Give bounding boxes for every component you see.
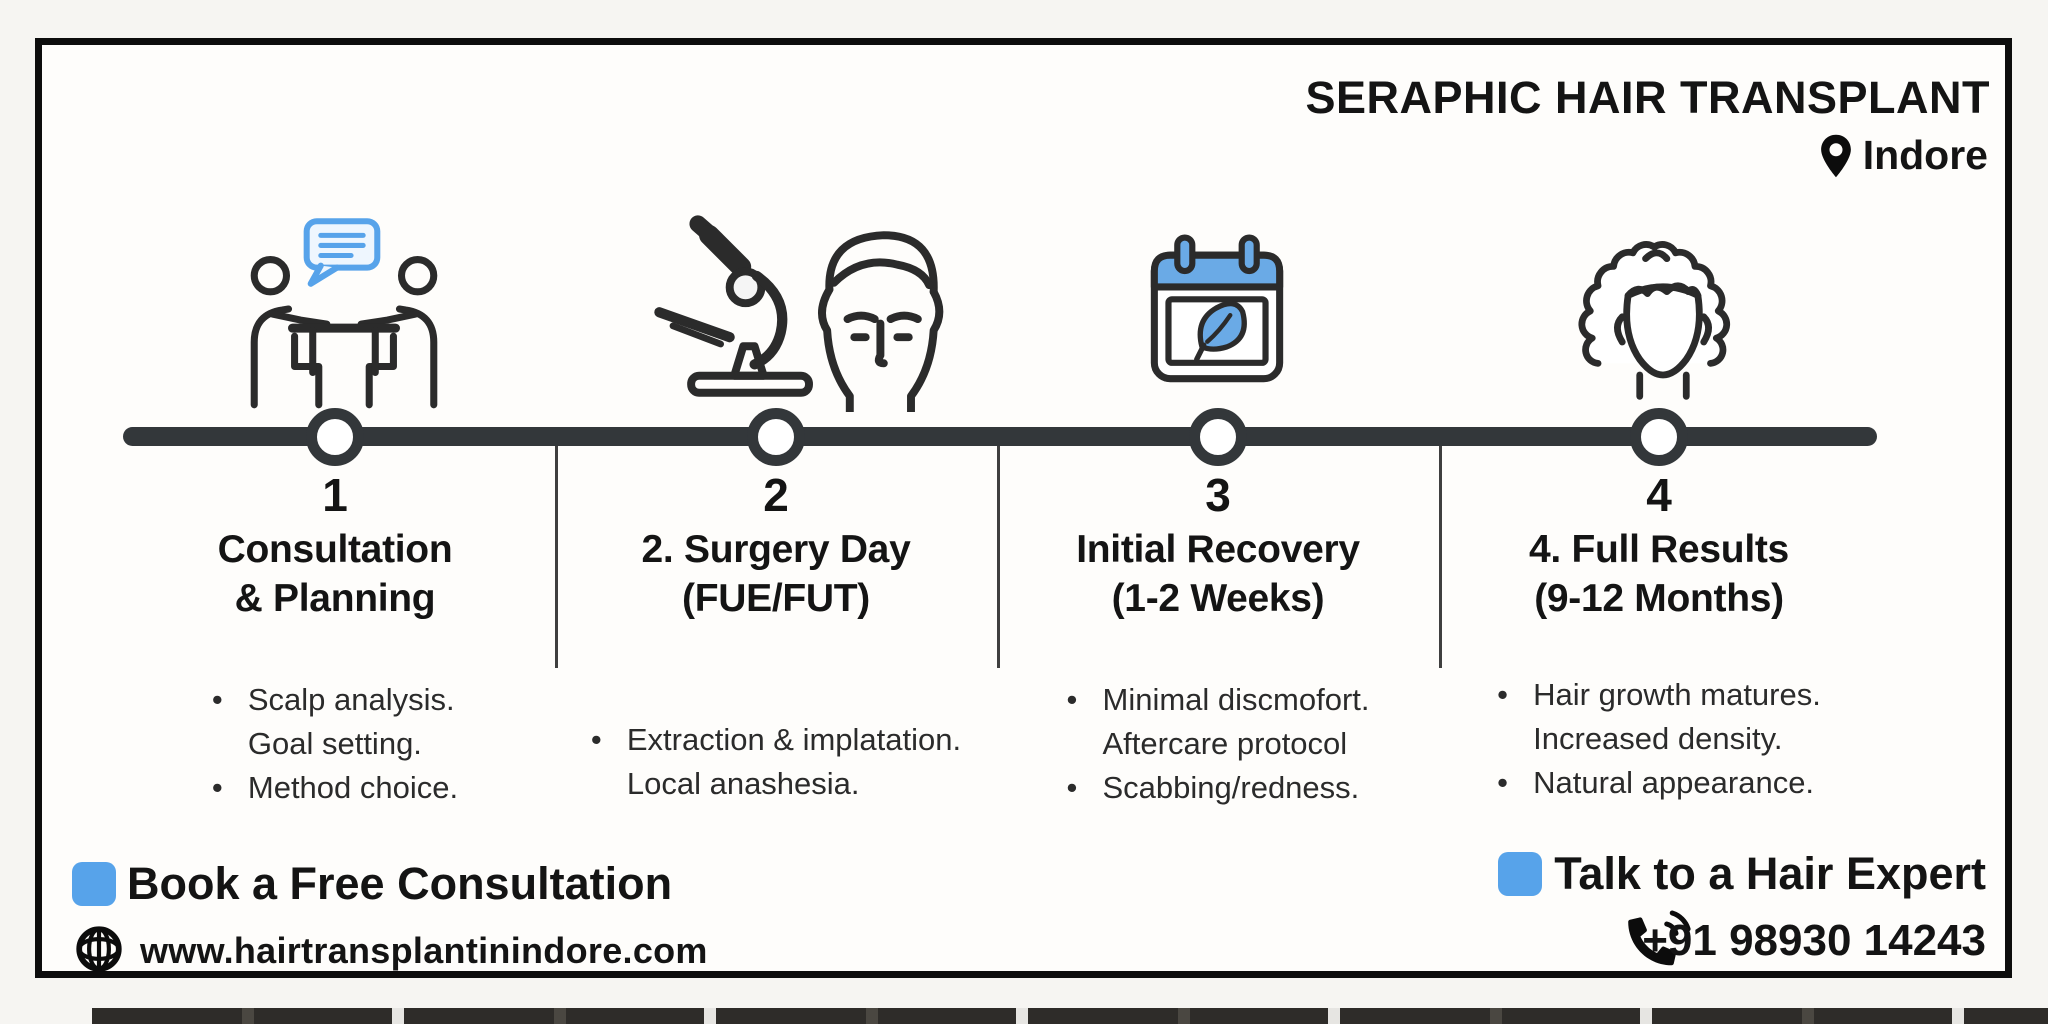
step-1-number: 1 [322, 469, 348, 521]
list-item: • Scalp analysis.Goal setting. [211, 682, 455, 761]
bottom-edge-strip [92, 1008, 2048, 1024]
website-url: www.hairtransplantinindore.com [140, 930, 708, 971]
border-frame [35, 38, 2012, 978]
step-4-number: 4 [1646, 469, 1672, 521]
step-1-title: Consultation & Planning [217, 528, 453, 620]
step-1-bullets: • Scalp analysis.Goal setting. • Method … [120, 678, 550, 810]
brand-title: SERAPHIC HAIR TRANSPLANT [1305, 72, 1990, 123]
list-item: • Extraction & implatation.Local anashes… [590, 722, 962, 801]
column-divider-1 [555, 446, 558, 668]
list-item: • Scabbing/redness. [1066, 770, 1360, 805]
book-consultation-label: Book a Free Consultation [127, 858, 673, 909]
accent-square-left [72, 862, 116, 906]
step-3-number: 3 [1205, 469, 1231, 521]
list-item: • Minimal discmofort.Aftercare protocol [1066, 682, 1370, 761]
globe-icon [74, 924, 124, 974]
microscope-head-icon [638, 208, 946, 412]
timeline-node-4 [1630, 408, 1688, 466]
consultation-chat-icon [228, 213, 460, 411]
timeline-node-2 [747, 408, 805, 466]
column-divider-3 [1439, 446, 1442, 668]
list-item: • Hair growth matures.Increased density. [1497, 677, 1821, 756]
talk-expert-label: Talk to a Hair Expert [1554, 848, 1986, 899]
step-3-title: Initial Recovery (1-2 Weeks) [1076, 528, 1360, 620]
column-divider-2 [997, 446, 1000, 668]
location-row: Indore [1819, 132, 1988, 179]
list-item: • Method choice. [211, 770, 459, 805]
curly-hair-head-icon [1568, 213, 1758, 409]
list-item: • Natural appearance. [1497, 765, 1815, 800]
step-2-bullets: • Extraction & implatation.Local anashes… [561, 718, 991, 806]
step-3-bullets: • Minimal discmofort.Aftercare protocol … [1003, 678, 1433, 810]
accent-square-right [1498, 852, 1542, 896]
location-pin-icon [1819, 133, 1853, 179]
timeline-node-1 [306, 408, 364, 466]
timeline-bar [123, 427, 1877, 446]
phone-icon [1626, 902, 1692, 968]
step-2-number: 2 [763, 469, 789, 521]
location-label: Indore [1862, 132, 1988, 178]
timeline-node-3 [1189, 408, 1247, 466]
step-2-title: 2. Surgery Day (FUE/FUT) [641, 528, 911, 620]
step-4-bullets: • Hair growth matures.Increased density.… [1444, 673, 1874, 805]
calendar-leaf-icon [1142, 226, 1292, 392]
phone-number: +91 98930 14243 [1642, 916, 1986, 965]
step-4-title: 4. Full Results (9-12 Months) [1529, 528, 1789, 620]
